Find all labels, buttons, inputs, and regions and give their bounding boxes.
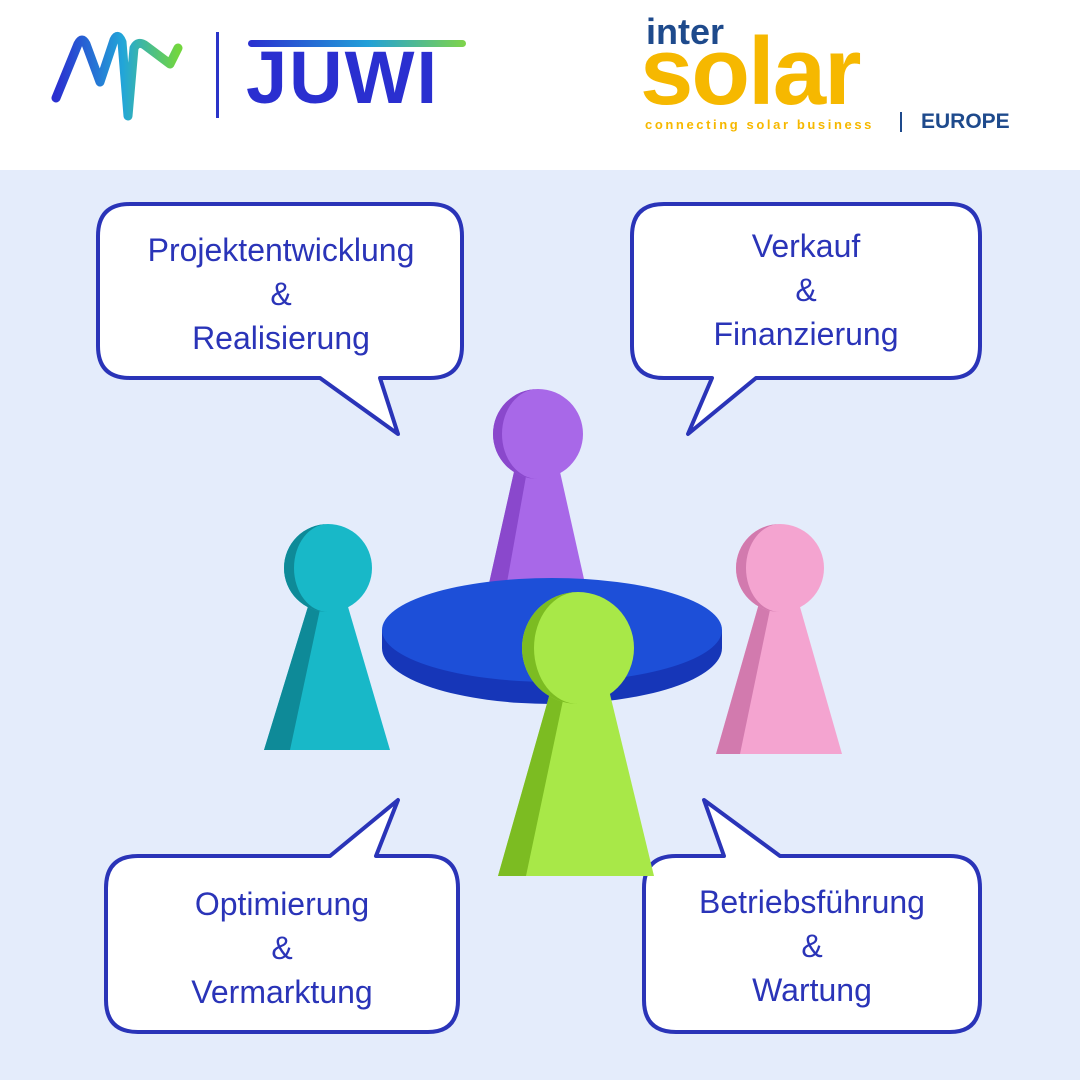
logo-divider	[216, 32, 219, 118]
bubble-bottom-right-line1: Betriebsführung	[699, 884, 925, 920]
bubble-bottom-left-line3: Vermarktung	[191, 974, 373, 1010]
figure-teal	[264, 524, 390, 750]
round-table	[382, 578, 722, 704]
juwi-accent-bar	[248, 40, 466, 47]
intersolar-region: EUROPE	[921, 110, 1010, 133]
bubble-top-right-line3: Finanzierung	[713, 316, 899, 352]
intersolar-tagline: connecting solar business	[645, 117, 874, 132]
bubble-top-left-line1: Projektentwicklung	[147, 232, 415, 268]
bubble-bottom-right-line3: Wartung	[752, 972, 872, 1008]
juwi-wordmark: JUWI	[246, 36, 439, 119]
diagram-graphics	[96, 202, 982, 1034]
diagram-canvas: Projektentwicklung & Realisierung Verkau…	[0, 170, 1080, 1080]
bubble-top-left-line2: &	[270, 276, 292, 312]
bubble-top-right-line2: &	[795, 272, 817, 308]
bubble-bottom-right: Betriebsführung & Wartung	[644, 880, 980, 1012]
figure-purple	[488, 389, 586, 588]
intersolar-prefix: inter	[646, 11, 725, 52]
bubble-top-left: Projektentwicklung & Realisierung	[100, 228, 462, 360]
bubble-top-right-line1: Verkauf	[751, 228, 861, 264]
bubble-top-left-line3: Realisierung	[192, 320, 370, 356]
bubble-bottom-left-outline	[104, 798, 460, 1034]
bubble-bottom-left-line1: Optimierung	[194, 886, 370, 922]
header: JUWI inter solar connecting solar busine…	[0, 0, 1080, 170]
figure-pink	[716, 524, 842, 754]
figure-green	[498, 592, 654, 876]
bubble-bottom-right-line2: &	[801, 928, 823, 964]
bubble-top-right: Verkauf & Finanzierung	[632, 224, 980, 356]
mw-wave-logo-icon	[51, 32, 183, 121]
bubble-bottom-right-outline	[642, 798, 982, 1034]
intersolar-separator	[900, 112, 902, 132]
intersolar-name: solar	[640, 18, 861, 125]
bubble-bottom-left: Optimierung & Vermarktung	[106, 882, 458, 1014]
bubble-top-right-outline	[630, 202, 982, 436]
bubble-bottom-left-line2: &	[271, 930, 293, 966]
bubble-top-left-outline	[96, 202, 464, 436]
